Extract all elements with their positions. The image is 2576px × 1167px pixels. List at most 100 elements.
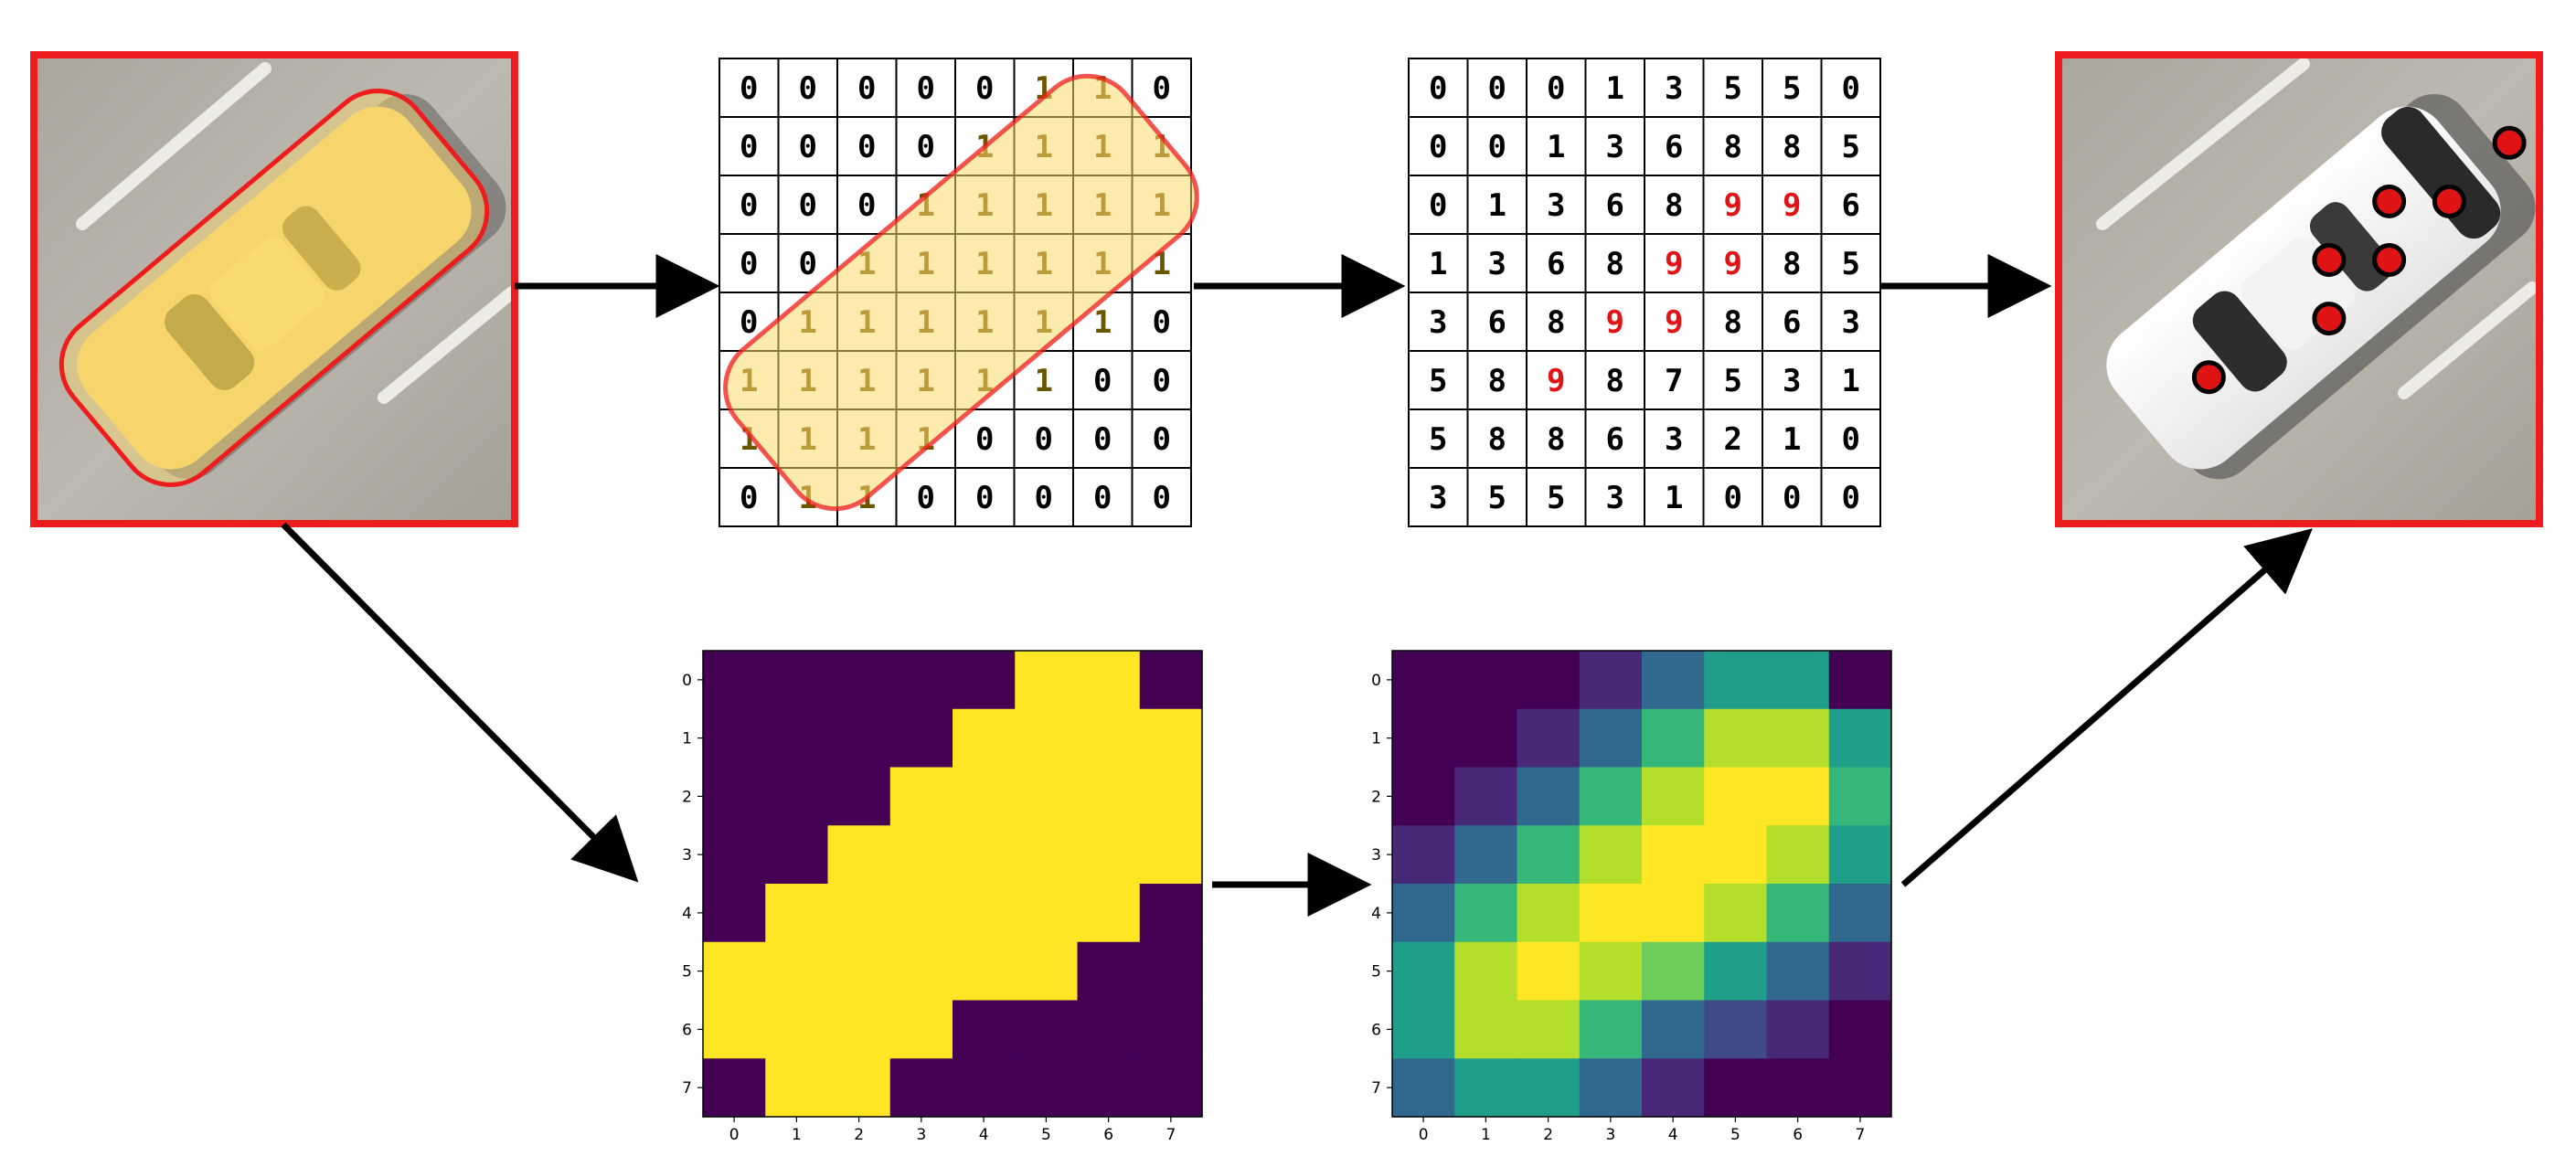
heatmap-cell: [1139, 767, 1203, 826]
heatmap-cell: [1015, 825, 1079, 885]
grid-cell-value: 5: [1842, 129, 1860, 165]
heatmap-cell: [1766, 941, 1830, 1002]
grid-cell-value: 5: [1429, 421, 1447, 458]
heatmap-cell: [1454, 1000, 1518, 1059]
arrow-image-to-heatmap: [281, 522, 639, 883]
grid-cell: [1820, 58, 1881, 118]
detected-point-marker: [2372, 184, 2407, 218]
x-tick-label: 7: [1855, 1126, 1865, 1144]
heatmap-cell: [1517, 1058, 1581, 1118]
x-tick-label: 1: [1481, 1126, 1491, 1144]
heatmap-cell: [1139, 825, 1203, 885]
grid-cell: [1526, 350, 1587, 410]
segmentation-mask-outline: [59, 89, 490, 487]
heatmap-cell: [765, 651, 829, 710]
y-tick-label: 6: [1371, 1021, 1381, 1039]
grid-cell: [1408, 116, 1469, 176]
grid-cell: [1820, 408, 1881, 469]
heatmap-cell: [1517, 825, 1581, 885]
heatmap-cell: [1828, 825, 1892, 885]
heatmap-cell: [889, 651, 953, 710]
grid-cell: [954, 408, 1016, 469]
grid-cell: [1702, 408, 1763, 469]
grid-cell-value: 0: [1035, 421, 1053, 458]
heatmap-cell: [1454, 825, 1518, 885]
detected-points: [2191, 125, 2527, 395]
heatmap-cell: [827, 941, 891, 1002]
heatmap-cell: [703, 825, 766, 885]
grid-cell: [1820, 175, 1881, 235]
grid-cell-value: 0: [1035, 480, 1053, 516]
grid-cell-value: 7: [1665, 363, 1683, 399]
grid-cell-value: 0: [1153, 421, 1171, 458]
x-tick-label: 0: [729, 1126, 740, 1144]
grid-cell: [895, 58, 956, 118]
heatmap-cell: [703, 767, 766, 826]
heatmap-cell: [889, 884, 953, 943]
grid-cell-value: 0: [1429, 70, 1447, 107]
grid-cell: [1072, 350, 1134, 410]
heatmap-cell: [1139, 708, 1203, 769]
y-tick-label: 3: [1371, 846, 1381, 865]
grid-cell-value: 2: [1724, 421, 1742, 458]
grid-cell-value: 6: [1842, 187, 1860, 224]
grid-cell-value: 3: [1547, 187, 1565, 224]
heatmap-cell: [1454, 708, 1518, 769]
arrows: [281, 254, 2313, 917]
heatmap-cell: [1015, 651, 1079, 710]
grid-cell: [1013, 408, 1074, 469]
grid-cell-value: 0: [1783, 480, 1801, 516]
heatmap-cell: [827, 767, 891, 826]
grid-cell: [1820, 467, 1881, 527]
grid-cell: [1466, 58, 1528, 118]
grid-cell: [1702, 350, 1763, 410]
heatmap-cell: [1828, 1058, 1892, 1118]
heatmap-cell: [765, 1058, 829, 1118]
grid-cell-value: 3: [1606, 129, 1624, 165]
grid-cell-value: 0: [1842, 421, 1860, 458]
x-tick-label: 4: [1668, 1126, 1678, 1144]
grid-cell-value: 5: [1547, 480, 1565, 516]
grid-cell-value: 6: [1606, 421, 1624, 458]
grid-cell-value: 9: [1724, 187, 1742, 224]
grid-cell-value: 0: [740, 480, 758, 516]
heatmap-cell: [1517, 651, 1581, 710]
heatmap-cell: [1015, 1058, 1079, 1118]
grid-cell-value: 6: [1665, 129, 1683, 165]
grid-cell-value: 0: [1153, 480, 1171, 516]
heatmap-cell: [1015, 884, 1079, 943]
heatmap-cell: [1642, 825, 1705, 885]
heatmap-cell: [1454, 1058, 1518, 1118]
grid-cell-value: 0: [1153, 363, 1171, 399]
output-image-frame: [2055, 51, 2543, 527]
grid-cell-value: 0: [857, 70, 876, 107]
grid-cell-value: 0: [917, 70, 935, 107]
heatmap-cell: [953, 708, 1016, 769]
grid-cell: [1702, 467, 1763, 527]
grid-cell-value: 0: [1093, 421, 1112, 458]
y-tick-label: 7: [1371, 1079, 1381, 1098]
heatmap-cell: [953, 1058, 1016, 1118]
heatmap-cell: [1392, 884, 1455, 943]
grid-cell-value: 0: [1093, 480, 1112, 516]
heatmap-cell: [703, 884, 766, 943]
y-tick-label: 2: [682, 788, 692, 806]
heatmap-cell: [1517, 941, 1581, 1002]
grid-cell-value: 0: [975, 70, 994, 107]
heatmap-cell: [1704, 1000, 1768, 1059]
grid-cell-value: 0: [740, 187, 758, 224]
grid-cell-value: 0: [975, 480, 994, 516]
grid-cell-value: 3: [1665, 70, 1683, 107]
heatmap-cell: [1454, 941, 1518, 1002]
heatmap-cell: [765, 708, 829, 769]
heatmap-cell: [953, 825, 1016, 885]
detected-point-marker: [2191, 360, 2226, 395]
grid-cell: [1526, 116, 1587, 176]
grid-cell: [1702, 116, 1763, 176]
heatmap-cell: [703, 651, 766, 710]
heatmap-cell: [1579, 941, 1643, 1002]
grid-cell: [1131, 350, 1192, 410]
grid-cell: [1702, 292, 1763, 352]
